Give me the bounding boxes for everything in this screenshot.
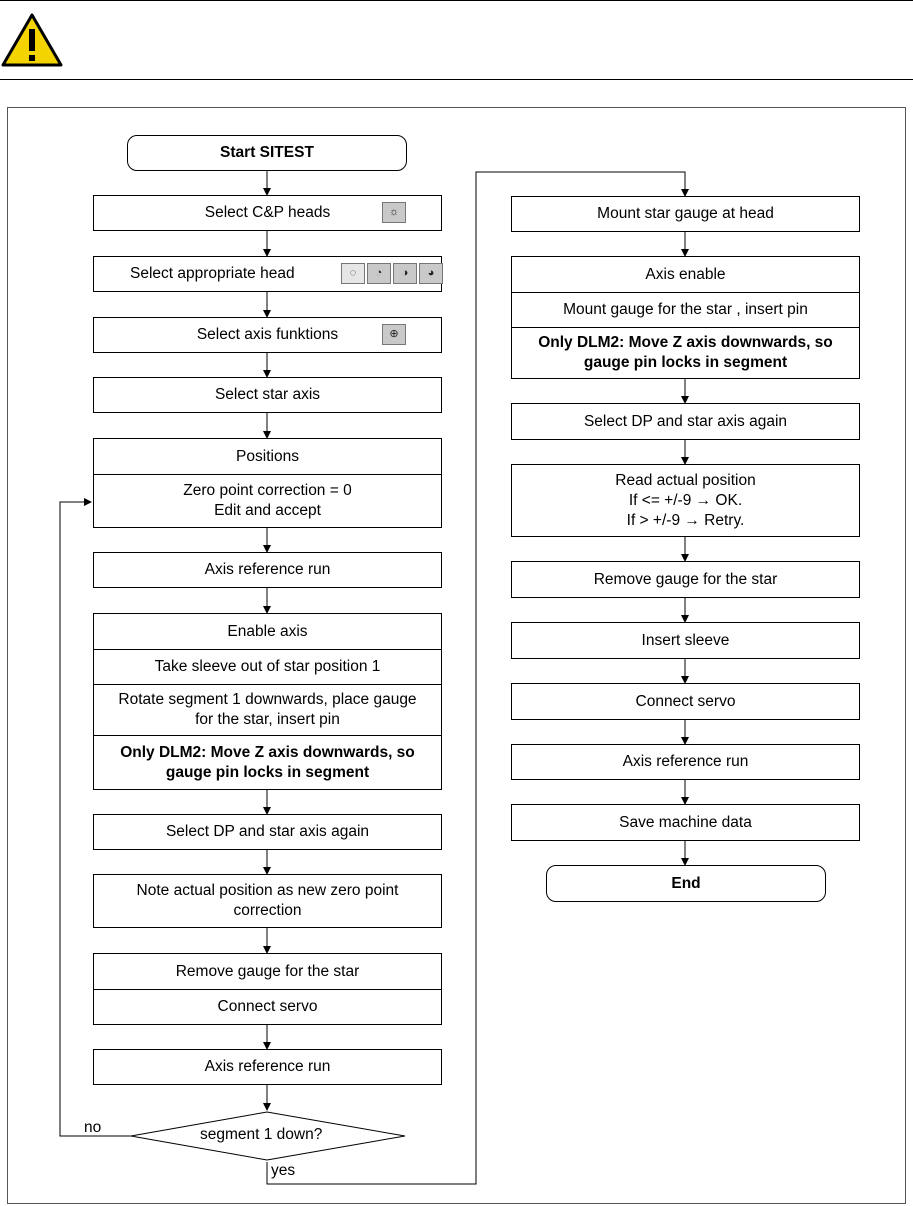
step-dlm2-left: Only DLM2: Move Z axis downwards, so gau…: [93, 735, 442, 790]
step-axis-enable: Axis enable: [511, 256, 860, 293]
step-select-head-label: Select appropriate head: [130, 265, 295, 282]
axis-function-icon[interactable]: ⊕: [382, 324, 406, 345]
step-take-sleeve: Take sleeve out of star position 1: [93, 649, 442, 685]
step-remove-gauge-right: Remove gauge for the star: [511, 561, 860, 598]
decision-yes-label: yes: [271, 1162, 296, 1179]
warning-triangle-icon: [1, 13, 63, 67]
zero-point-line-2: Edit and accept: [214, 502, 321, 519]
gear-icon[interactable]: ☼: [382, 202, 406, 223]
select-dp-left-label: Select DP and star axis again: [165, 823, 370, 840]
step-enable-axis: Enable axis: [93, 613, 442, 650]
step-remove-gauge-left: Remove gauge for the star: [93, 953, 442, 990]
step-axis-reference-run-right: Axis reference run: [511, 744, 860, 780]
connect-servo-left-label: Connect servo: [217, 998, 318, 1015]
head-2-icon[interactable]: ◔: [367, 263, 391, 284]
step-select-heads-label: Select C&P heads: [204, 204, 331, 221]
top-rule: [0, 0, 913, 1]
step-select-dp-right: Select DP and star axis again: [511, 403, 860, 440]
decision-diamond: [130, 1111, 406, 1161]
step-insert-sleeve: Insert sleeve: [511, 622, 860, 659]
dlm2-left-line-2: gauge pin locks in segment: [165, 763, 370, 781]
decision-no-label: no: [84, 1119, 102, 1136]
take-sleeve-label: Take sleeve out of star position 1: [154, 658, 381, 675]
step-zero-point: Zero point correction = 0 Edit and accep…: [93, 474, 442, 528]
heads-button-group: ☼: [380, 202, 406, 223]
dlm2-right-line-2: gauge pin locks in segment: [583, 354, 788, 371]
head-4-icon[interactable]: ◕: [419, 263, 443, 284]
mount-star-gauge-label: Mount star gauge at head: [597, 205, 774, 222]
mount-gauge-label: Mount gauge for the star , insert pin: [563, 301, 808, 318]
step-axis-reference-run-2: Axis reference run: [93, 1049, 442, 1085]
step-mount-star-gauge: Mount star gauge at head: [511, 196, 860, 232]
step-mount-gauge: Mount gauge for the star , insert pin: [511, 292, 860, 328]
diagram-frame: [7, 107, 906, 1204]
axis-reference-run-1-label: Axis reference run: [204, 561, 331, 578]
step-axis-reference-run-1: Axis reference run: [93, 552, 442, 588]
step-select-star-axis-label: Select star axis: [214, 386, 321, 403]
step-positions-label: Positions: [236, 447, 299, 465]
decision-label: segment 1 down?: [200, 1126, 323, 1143]
remove-gauge-right-label: Remove gauge for the star: [593, 570, 778, 588]
note-line-2: correction: [233, 902, 302, 919]
head-button-group: ◌ ◔ ◑ ◕: [339, 263, 443, 284]
header-rule: [0, 79, 913, 80]
insert-sleeve-label: Insert sleeve: [641, 631, 730, 649]
head-3-icon[interactable]: ◑: [393, 263, 417, 284]
zero-point-line-1: Zero point correction = 0: [183, 482, 352, 499]
rotate-line-2: for the star, insert pin: [195, 711, 340, 728]
step-positions: Positions: [93, 438, 442, 475]
read-line-2: If <= +/-9 → OK.: [628, 491, 743, 509]
axis-reference-run-2-label: Axis reference run: [204, 1058, 331, 1075]
connect-servo-right-label: Connect servo: [635, 692, 736, 710]
rotate-line-1: Rotate segment 1 downwards, place gauge: [118, 691, 417, 708]
axis-reference-run-right-label: Axis reference run: [622, 753, 749, 770]
step-select-dp-left: Select DP and star axis again: [93, 814, 442, 850]
save-machine-data-label: Save machine data: [619, 813, 752, 831]
step-dlm2-right: Only DLM2: Move Z axis downwards, so gau…: [511, 327, 860, 379]
end-label: End: [671, 874, 701, 892]
note-line-1: Note actual position as new zero point: [136, 882, 399, 899]
step-read-position: Read actual position If <= +/-9 → OK. If…: [511, 464, 860, 537]
step-connect-servo-right: Connect servo: [511, 683, 860, 720]
remove-gauge-left-label: Remove gauge for the star: [175, 962, 360, 980]
axis-functions-button-group: ⊕: [380, 324, 406, 345]
step-select-star-axis: Select star axis: [93, 377, 442, 413]
read-line-1: Read actual position: [615, 471, 756, 489]
start-label: Start SITEST: [220, 144, 314, 161]
step-select-axis-functions-label: Select axis funktions: [196, 326, 339, 343]
end-terminal: End: [546, 865, 826, 902]
step-connect-servo-left: Connect servo: [93, 989, 442, 1025]
read-line-3: If > +/-9 → Retry.: [626, 511, 745, 529]
dlm2-right-line-1: Only DLM2: Move Z axis downwards, so: [538, 334, 833, 351]
step-rotate-segment: Rotate segment 1 downwards, place gauge …: [93, 684, 442, 736]
start-terminal: Start SITEST: [127, 135, 407, 171]
step-note-position: Note actual position as new zero point c…: [93, 874, 442, 928]
select-dp-right-label: Select DP and star axis again: [583, 412, 788, 430]
step-select-head: Select appropriate head: [93, 256, 442, 292]
enable-axis-label: Enable axis: [227, 622, 308, 640]
axis-enable-label: Axis enable: [645, 265, 726, 283]
head-1-icon[interactable]: ◌: [341, 263, 365, 284]
step-save-machine-data: Save machine data: [511, 804, 860, 841]
dlm2-left-line-1: Only DLM2: Move Z axis downwards, so: [120, 743, 415, 761]
